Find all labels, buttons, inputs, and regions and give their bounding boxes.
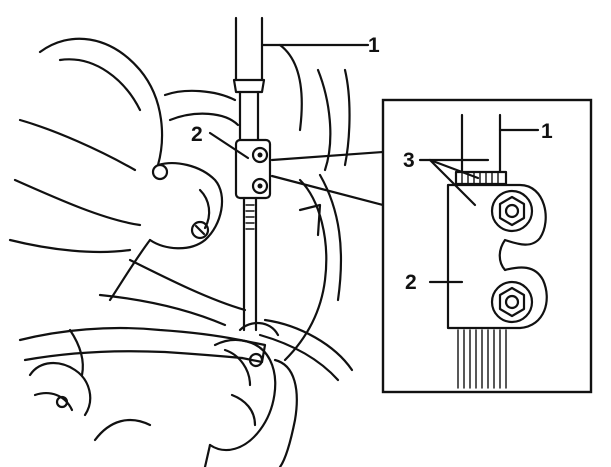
pliers-tool xyxy=(18,322,280,377)
detail-inset xyxy=(381,98,593,394)
callout-leaders xyxy=(208,43,540,284)
callout-3-detail: 3 xyxy=(403,149,415,172)
hand xyxy=(28,338,298,467)
cable-assembly xyxy=(232,16,272,332)
detail-leader-lines xyxy=(270,150,385,207)
callout-1-detail: 1 xyxy=(541,120,553,143)
callout-1-main: 1 xyxy=(368,34,380,57)
wheel-arch-structure xyxy=(8,37,354,382)
callout-2-detail: 2 xyxy=(405,271,417,294)
callout-2-main: 2 xyxy=(191,123,203,146)
